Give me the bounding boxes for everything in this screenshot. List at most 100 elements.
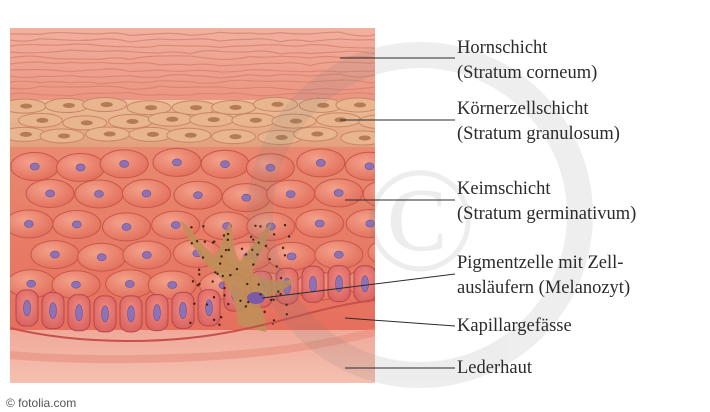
melanin-granule bbox=[284, 224, 286, 226]
melanin-granule bbox=[246, 283, 248, 285]
granular-nucleus bbox=[127, 119, 139, 124]
melanin-granule bbox=[198, 269, 200, 271]
melanin-granule bbox=[263, 311, 265, 313]
melanin-granule bbox=[227, 303, 229, 305]
basal-nucleus bbox=[154, 305, 161, 321]
basal-nucleus bbox=[180, 302, 187, 318]
label-kapillargefaesse-line1: Kapillargefässe bbox=[457, 314, 572, 339]
granular-nucleus bbox=[58, 133, 70, 138]
label-keimschicht-line1: Keimschicht bbox=[457, 177, 636, 202]
melanin-granule bbox=[193, 303, 195, 305]
granular-nucleus bbox=[229, 134, 241, 139]
cell-nucleus bbox=[171, 222, 180, 229]
cell-nucleus bbox=[286, 191, 295, 198]
label-pigmentzelle: Pigmentzelle mit Zell- ausläufern (Melan… bbox=[457, 251, 630, 301]
melanin-granule bbox=[190, 226, 192, 228]
granular-cell bbox=[359, 115, 403, 129]
melanin-granule bbox=[191, 242, 193, 244]
cell-nucleus bbox=[142, 190, 151, 197]
melanin-granule bbox=[222, 275, 224, 277]
melanin-granule bbox=[223, 294, 225, 296]
melanin-granule bbox=[202, 225, 204, 227]
granular-nucleus bbox=[101, 102, 113, 107]
melanin-granule bbox=[247, 301, 249, 303]
melanin-granule bbox=[223, 234, 225, 236]
cell-nucleus bbox=[168, 281, 177, 288]
melanin-granule bbox=[219, 262, 221, 264]
melanin-granule bbox=[241, 248, 243, 250]
label-hornschicht-line2: (Stratum corneum) bbox=[457, 61, 597, 86]
cell-nucleus bbox=[193, 192, 202, 199]
cell-nucleus bbox=[125, 280, 134, 287]
label-kapillargefaesse: Kapillargefässe bbox=[457, 314, 572, 339]
label-koernerzellschicht-line1: Körnerzellschicht bbox=[457, 97, 620, 122]
granular-nucleus bbox=[354, 102, 366, 107]
cell-nucleus bbox=[94, 190, 103, 197]
melanin-granule bbox=[206, 303, 208, 305]
melanin-granule bbox=[220, 255, 222, 257]
cell-nucleus bbox=[316, 159, 325, 166]
granular-nucleus bbox=[20, 104, 32, 109]
granular-nucleus bbox=[147, 132, 159, 137]
label-keimschicht-line2: (Stratum germinativum) bbox=[457, 202, 636, 227]
melanin-granule bbox=[213, 240, 215, 242]
credit-text: © fotolia.com bbox=[6, 396, 76, 410]
basal-nucleus bbox=[128, 306, 135, 322]
granular-nucleus bbox=[190, 105, 202, 110]
melanin-granule bbox=[227, 239, 229, 241]
cell-nucleus bbox=[334, 189, 343, 196]
basal-nucleus bbox=[206, 300, 213, 316]
label-pigmentzelle-line1: Pigmentzelle mit Zell- bbox=[457, 251, 630, 276]
melanin-granule bbox=[220, 316, 222, 318]
label-koernerzellschicht-line2: (Stratum granulosum) bbox=[457, 122, 620, 147]
cell-nucleus bbox=[122, 223, 131, 230]
melanin-granule bbox=[196, 240, 198, 242]
granular-nucleus bbox=[36, 118, 48, 123]
melanin-granule bbox=[282, 247, 284, 249]
melanin-granule bbox=[245, 305, 247, 307]
melanin-granule bbox=[192, 280, 194, 282]
granular-nucleus bbox=[208, 117, 220, 122]
basal-nucleus bbox=[76, 305, 83, 321]
basal-nucleus bbox=[310, 276, 317, 292]
cell-nucleus bbox=[27, 280, 36, 287]
melanin-granule bbox=[198, 273, 200, 275]
melanin-granule bbox=[223, 287, 225, 289]
melanin-granule bbox=[259, 293, 261, 295]
label-hornschicht: Hornschicht (Stratum corneum) bbox=[457, 36, 597, 86]
melanin-granule bbox=[227, 233, 229, 235]
cell-nucleus bbox=[334, 251, 343, 258]
melanin-granule bbox=[189, 322, 191, 324]
melanin-granule bbox=[257, 283, 259, 285]
melanin-granule bbox=[284, 254, 286, 256]
melanin-granule bbox=[216, 273, 218, 275]
melanin-granule bbox=[228, 249, 230, 251]
melanin-granule bbox=[288, 235, 290, 237]
granular-nucleus bbox=[272, 102, 284, 107]
melanin-granule bbox=[211, 280, 213, 282]
cell-nucleus bbox=[72, 221, 81, 228]
cell-nucleus bbox=[97, 254, 106, 261]
melanin-granule bbox=[236, 268, 238, 270]
melanin-granule bbox=[202, 256, 204, 258]
basal-nucleus bbox=[102, 306, 109, 322]
cell-nucleus bbox=[76, 164, 85, 171]
basal-nucleus bbox=[24, 300, 31, 316]
melanin-granule bbox=[213, 296, 215, 298]
label-pigmentzelle-line2: ausläufern (Melanozyt) bbox=[457, 276, 630, 301]
melanin-granule bbox=[213, 319, 215, 321]
cell-nucleus bbox=[221, 161, 230, 168]
melanin-granule bbox=[214, 271, 216, 273]
cell-nucleus bbox=[46, 190, 55, 197]
melanin-granule bbox=[218, 324, 220, 326]
melanin-granule bbox=[229, 274, 231, 276]
melanin-granule bbox=[204, 241, 206, 243]
label-hornschicht-line1: Hornschicht bbox=[457, 36, 597, 61]
cell-nucleus bbox=[287, 253, 296, 260]
granular-nucleus bbox=[81, 120, 93, 125]
granular-nucleus bbox=[311, 132, 323, 137]
granular-nucleus bbox=[20, 132, 32, 137]
melanin-granule bbox=[225, 249, 227, 251]
cell-nucleus bbox=[30, 163, 39, 170]
cell-nucleus bbox=[24, 220, 33, 227]
